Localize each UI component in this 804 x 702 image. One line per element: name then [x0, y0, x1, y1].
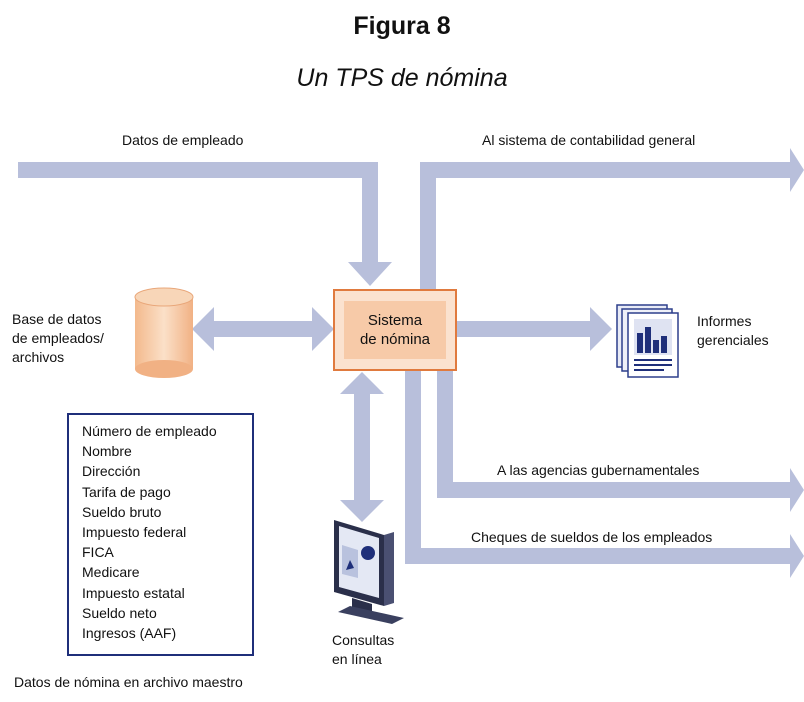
arrow-accounting-head — [790, 148, 804, 192]
master-field: Impuesto estatal — [82, 584, 185, 601]
arrow-government-h — [437, 482, 792, 498]
master-field: Dirección — [82, 463, 141, 480]
master-field: Sueldo neto — [82, 604, 157, 621]
label-employee-data: Datos de empleado — [122, 132, 244, 148]
arrow-reports-body — [457, 321, 592, 337]
label-online-queries: Consultas en línea — [332, 632, 395, 667]
arrow-database-right-head — [312, 307, 334, 351]
arrow-database-left-head — [192, 307, 214, 351]
figure-subtitle: Un TPS de nómina — [296, 64, 508, 92]
arrow-paychecks-h — [405, 548, 792, 564]
label-paychecks: Cheques de sueldos de los empleados — [471, 529, 713, 545]
figure-title: Figura 8 — [353, 12, 451, 40]
flow-arrows — [18, 148, 804, 578]
arrow-queries-bottom-head — [340, 500, 384, 522]
arrow-queries-top-head — [340, 372, 384, 394]
arrow-government-v — [437, 371, 453, 488]
master-field: Tarifa de pago — [82, 483, 171, 500]
master-field: Nombre — [82, 443, 132, 460]
label-master-file: Datos de nómina en archivo maestro — [14, 674, 243, 690]
payroll-system-inner: Sistema de nómina — [344, 301, 446, 359]
arrow-employee-data-head — [348, 262, 392, 286]
master-field: Medicare — [82, 564, 140, 581]
arrow-database-body — [214, 321, 314, 337]
payroll-system-label: Sistema de nómina — [359, 312, 431, 348]
arrow-paychecks-v — [405, 371, 421, 560]
arrow-accounting-h — [420, 162, 790, 178]
label-database: Base de datos de empleados/ archivos — [12, 311, 104, 365]
arrow-employee-data-v — [362, 162, 378, 262]
arrow-government-head — [790, 468, 804, 512]
label-general-accounting: Al sistema de contabilidad general — [482, 132, 696, 148]
label-government-agencies: A las agencias gubernamentales — [497, 462, 700, 478]
master-field: Ingresos (AAF) — [82, 625, 177, 642]
master-field: Impuesto federal — [82, 524, 187, 541]
master-field: Sueldo bruto — [82, 503, 162, 520]
master-file-fields: Número de empleado Nombre Dirección Tari… — [67, 413, 254, 656]
database-cylinder-icon — [134, 287, 194, 378]
arrow-accounting-v — [420, 162, 436, 290]
label-management-reports: Informes gerenciales — [697, 313, 769, 348]
master-field: FICA — [82, 544, 114, 561]
computer-monitor-icon — [334, 520, 404, 624]
master-field: Número de empleado — [82, 423, 217, 439]
arrow-paychecks-head — [790, 534, 804, 578]
payroll-system-box: Sistema de nómina — [333, 289, 457, 371]
arrow-queries-body — [354, 392, 370, 502]
arrow-reports-head — [590, 307, 612, 351]
arrow-employee-data-h — [18, 162, 378, 178]
report-documents-icon — [616, 304, 679, 378]
